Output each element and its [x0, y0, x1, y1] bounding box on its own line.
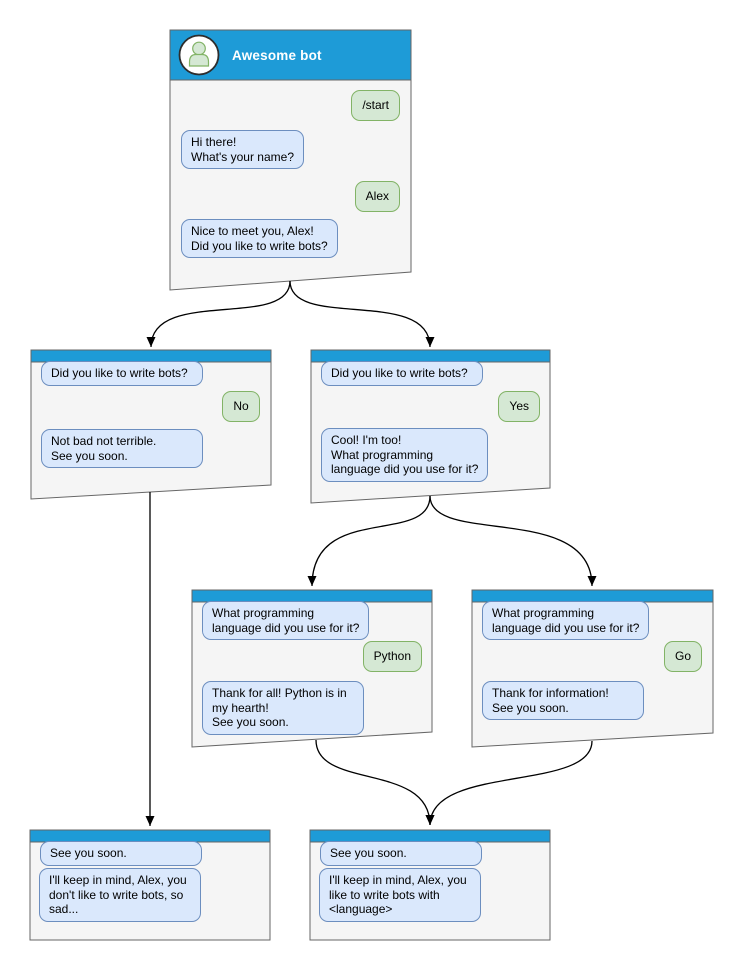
- user-message-yes: Yes: [498, 391, 540, 422]
- user-message-start: /start: [351, 90, 400, 121]
- avatar-person-body-icon: [188, 53, 210, 67]
- user-message-go: Go: [663, 641, 702, 672]
- bot-message-reply-go: Thank for information! See you soon.: [482, 681, 644, 720]
- user-message-python: Python: [362, 641, 422, 672]
- edge-yes-to-python: [307, 495, 431, 587]
- bot-message-reply-no: Not bad not terrible. See you soon.: [41, 429, 203, 468]
- bot-message-greeting: Hi there! What's your name?: [181, 130, 305, 169]
- user-message-name: Alex: [354, 181, 400, 212]
- user-message-no: No: [222, 391, 260, 422]
- bot-message-question-go-branch: What programming language did you use fo…: [482, 601, 650, 640]
- root-window-title: Awesome bot: [232, 48, 322, 63]
- bot-message-ask-bots: Nice to meet you, Alex! Did you like to …: [181, 219, 338, 258]
- edge-root-to-no: [146, 280, 291, 348]
- edge-root-to-yes: [289, 280, 435, 348]
- edge-go-to-end: [425, 740, 593, 826]
- bot-message-summary-no: I'll keep in mind, Alex, you don't like …: [39, 868, 201, 922]
- bot-message-farewell-no: See you soon.: [40, 841, 202, 866]
- edge-python-to-end: [315, 739, 435, 826]
- bot-message-farewell-yes: See you soon.: [320, 841, 482, 866]
- bot-message-summary-yes: I'll keep in mind, Alex, you like to wri…: [319, 868, 481, 922]
- avatar-person-head-icon: [192, 41, 206, 56]
- bot-message-question-yes-branch: Did you like to write bots?: [321, 361, 483, 386]
- bot-message-reply-python: Thank for all! Python is in my hearth! S…: [202, 681, 364, 735]
- bot-message-reply-yes: Cool! I'm too! What programming language…: [321, 428, 489, 482]
- bot-message-question-python-branch: What programming language did you use fo…: [202, 601, 370, 640]
- bot-message-question-no-branch: Did you like to write bots?: [41, 361, 203, 386]
- edge-yes-to-go: [429, 495, 597, 587]
